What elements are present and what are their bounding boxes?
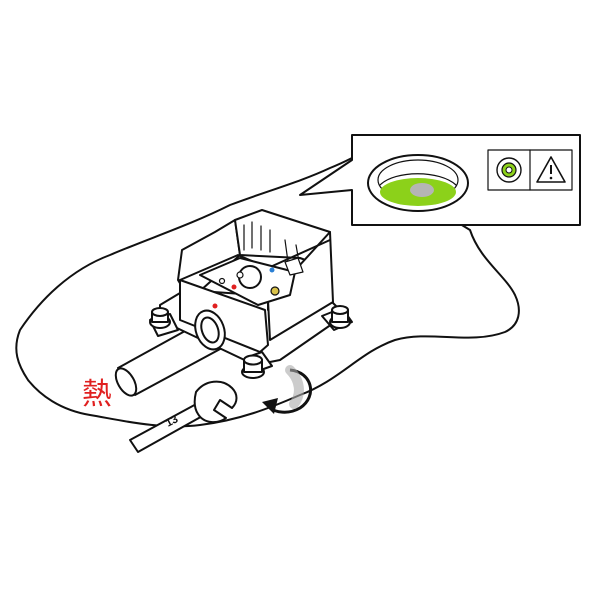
marker-red [231, 284, 237, 290]
rotation-arrow [262, 365, 312, 414]
level-bubble [410, 183, 434, 197]
icon-panel [487, 149, 573, 191]
heat-label: 熱 [82, 377, 112, 412]
wrench: 13 [129, 380, 238, 453]
bolt-right [329, 305, 351, 329]
bolt-front [241, 354, 265, 379]
marker-blue [269, 267, 275, 273]
wrench-size-label: 13 [164, 413, 180, 429]
level-vial-detail [367, 154, 469, 212]
spirit-level-icon [496, 157, 522, 183]
warning-triangle-icon [536, 156, 566, 183]
marker-red-front [212, 303, 218, 309]
bolt-left [149, 307, 171, 329]
junction-box [149, 209, 353, 373]
